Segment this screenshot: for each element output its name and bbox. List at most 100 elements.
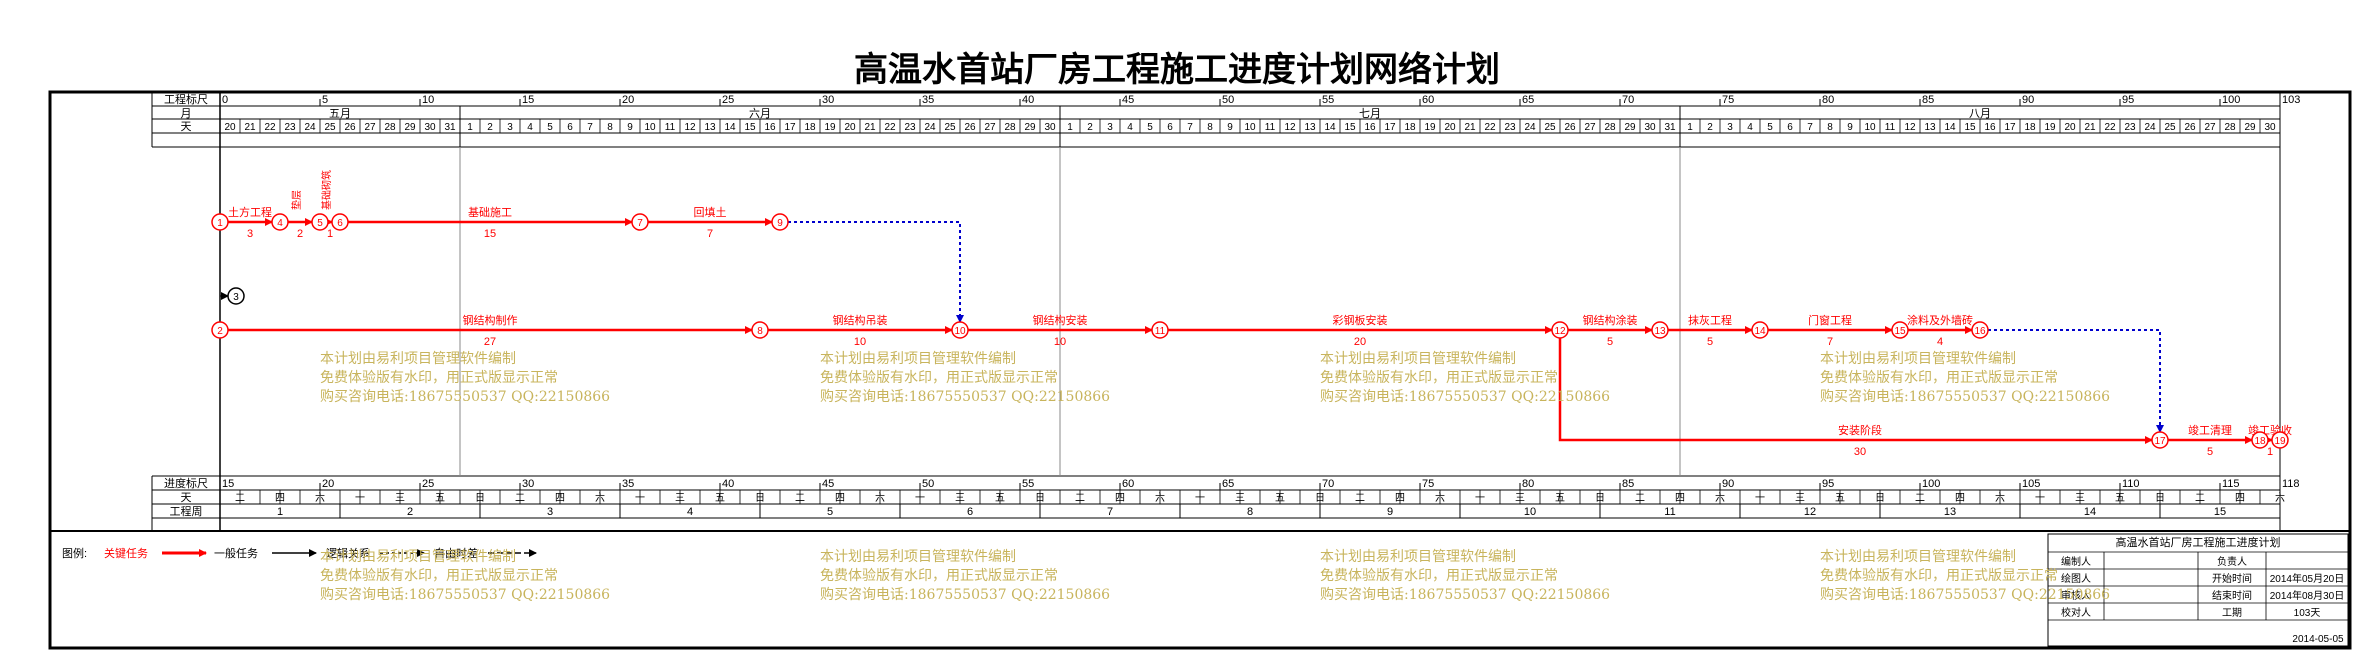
watermark-line: 本计划由易利项目管理软件编制	[1320, 549, 1516, 565]
day-cell: 9	[627, 122, 633, 133]
day-cell: 30	[424, 122, 436, 133]
event-node-id: 16	[1974, 326, 1986, 337]
week-cell: 8	[1247, 506, 1253, 518]
week-cell: 11	[1664, 506, 1675, 518]
week-cell: 10	[1524, 506, 1536, 518]
day-cell: 4	[1747, 122, 1753, 133]
watermark-text: 本计划由易利项目管理软件编制免费体验版有水印，用正式版显示正常购买咨询电话:18…	[820, 350, 1110, 407]
progress-tick-label: 70	[1322, 478, 1334, 490]
watermark-text: 本计划由易利项目管理软件编制免费体验版有水印，用正式版显示正常购买咨询电话:18…	[1820, 548, 2110, 605]
day-cell: 2	[487, 122, 493, 133]
event-node	[1971, 321, 1989, 339]
activity-duration: 1	[327, 228, 333, 240]
day-cell: 23	[2124, 122, 2136, 133]
day-cell: 24	[2144, 122, 2156, 133]
activity-duration: 15	[484, 228, 496, 240]
day-cell: 30	[1044, 122, 1056, 133]
activity-name: 钢结构制作	[463, 313, 518, 327]
day-cell: 25	[1544, 122, 1556, 133]
day-cell: 3	[507, 122, 513, 133]
activity-name: 门窗工程	[1808, 313, 1852, 327]
day-cell: 2	[1707, 122, 1713, 133]
day-cell: 17	[784, 122, 796, 133]
day-cell: 12	[1904, 122, 1916, 133]
day-cell: 28	[1604, 122, 1616, 133]
weekday-cell: 六	[2275, 492, 2285, 504]
day-cell: 21	[244, 122, 256, 133]
day-cell: 1	[467, 122, 473, 133]
day-cell: 1	[1067, 122, 1073, 133]
event-node	[751, 321, 769, 339]
watermark-line: 购买咨询电话:18675550537 QQ:22150866	[1320, 389, 1611, 405]
day-cell: 26	[964, 122, 976, 133]
event-node	[331, 213, 349, 231]
activity-name: 抹灰工程	[1688, 313, 1732, 327]
progress-tick-label: 55	[1022, 478, 1034, 490]
eng-tick-label: 10	[422, 94, 434, 106]
day-cell: 27	[1584, 122, 1596, 133]
day-cell: 10	[1864, 122, 1876, 133]
watermark-line: 本计划由易利项目管理软件编制	[1320, 351, 1516, 367]
eng-tick-label: 50	[1222, 94, 1234, 106]
day-cell: 5	[1147, 122, 1153, 133]
eng-tick-label: 45	[1122, 94, 1134, 106]
day-cell: 31	[1664, 122, 1676, 133]
day-cell: 29	[1624, 122, 1636, 133]
event-node	[1751, 321, 1769, 339]
event-node	[1651, 321, 1669, 339]
day-cell: 12	[684, 122, 696, 133]
info-table-title: 高温水首站厂房工程施工进度计划	[2116, 535, 2281, 549]
day-cell: 24	[924, 122, 936, 133]
day-cell: 25	[2164, 122, 2176, 133]
watermark-line: 购买咨询电话:18675550537 QQ:22150866	[320, 389, 611, 405]
day-cell: 16	[1984, 122, 1996, 133]
activity-arrow	[788, 221, 964, 323]
watermark-line: 购买咨询电话:18675550537 QQ:22150866	[1820, 389, 2111, 405]
info-cell: 编制人	[2061, 555, 2091, 568]
activity-duration: 5	[2207, 446, 2213, 458]
progress-tick-label: 50	[922, 478, 934, 490]
eng-tick-label: 100	[2222, 94, 2240, 106]
event-node-id: 13	[1654, 326, 1666, 337]
day-cell: 17	[2004, 122, 2016, 133]
day-cell: 10	[1244, 122, 1256, 133]
event-node-id: 14	[1754, 326, 1766, 337]
day-cell: 28	[2224, 122, 2236, 133]
month-name: 八月	[1969, 108, 1991, 120]
watermark-text: 本计划由易利项目管理软件编制免费体验版有水印，用正式版显示正常购买咨询电话:18…	[320, 548, 610, 605]
eng-tick-label: 55	[1322, 94, 1334, 106]
day-cell: 20	[1444, 122, 1456, 133]
week-cell: 9	[1387, 506, 1393, 518]
week-cell: 2	[407, 506, 413, 518]
info-cell: 开始时间	[2212, 572, 2252, 585]
eng-tick-label: 0	[222, 94, 228, 106]
watermark-text: 本计划由易利项目管理软件编制免费体验版有水印，用正式版显示正常购买咨询电话:18…	[320, 350, 610, 407]
day-row-label: 天	[181, 121, 192, 133]
day-cell: 27	[984, 122, 996, 133]
event-node-id: 17	[2154, 436, 2166, 447]
event-node	[771, 213, 789, 231]
event-node-id: 1	[217, 218, 223, 229]
event-node	[211, 321, 229, 339]
watermark-line: 本计划由易利项目管理软件编制	[1820, 549, 2016, 565]
day-cell: 18	[804, 122, 816, 133]
watermark-line: 免费体验版有水印，用正式版显示正常	[1320, 568, 1558, 584]
day-cell: 20	[224, 122, 236, 133]
watermark-line: 本计划由易利项目管理软件编制	[820, 351, 1016, 367]
event-node-id: 5	[317, 218, 323, 229]
watermark-line: 免费体验版有水印，用正式版显示正常	[1320, 370, 1558, 386]
progress-tick-label: 85	[1622, 478, 1634, 490]
day-cell: 4	[1127, 122, 1133, 133]
activity-name: 安装阶段	[1838, 423, 1882, 437]
day-cell: 8	[1827, 122, 1833, 133]
event-node-id: 18	[2254, 436, 2266, 447]
progress-tick-label: 95	[1822, 478, 1834, 490]
watermark-line: 购买咨询电话:18675550537 QQ:22150866	[1320, 587, 1611, 603]
week-row-label: 工程周	[170, 505, 203, 518]
activity-name: 垫层	[290, 190, 303, 210]
activity-duration: 20	[1354, 336, 1366, 348]
day-cell: 14	[724, 122, 736, 133]
event-node-id: 2	[217, 326, 223, 337]
progress-tick-label: 45	[822, 478, 834, 490]
day-cell: 10	[644, 122, 656, 133]
